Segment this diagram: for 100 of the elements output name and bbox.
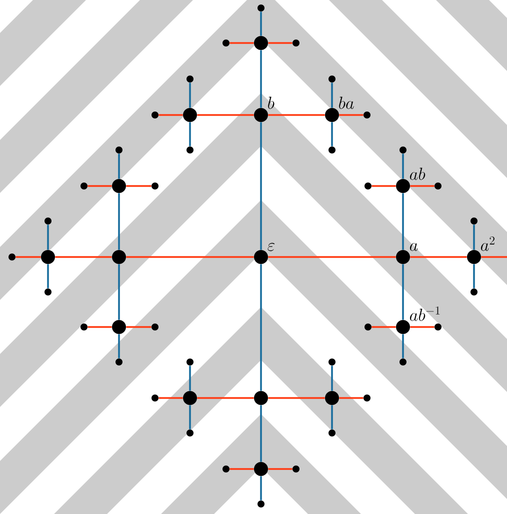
edge-line [230, 42, 254, 44]
vertex-dot [434, 182, 442, 190]
vertex-dot [8, 254, 16, 260]
edge-line [402, 264, 404, 320]
edge-line [158, 397, 183, 399]
edge-line [268, 397, 325, 399]
vertex-dot [116, 146, 122, 154]
vertex-dot [364, 324, 372, 330]
vertex-dot [254, 462, 268, 476]
node-label: $a$ [410, 243, 418, 251]
edge-line [55, 256, 112, 258]
vertex-dot [292, 466, 300, 472]
vertex-dot [186, 430, 194, 436]
vertex-dot [328, 76, 336, 82]
edge-line [268, 114, 325, 116]
labeled-vertex: $ab$ [396, 168, 426, 193]
edge-line [47, 224, 49, 250]
vertex-dot [152, 112, 158, 118]
edge-line [331, 82, 333, 108]
node-label: $b$ [268, 96, 274, 109]
node-label: $a^2$ [480, 236, 494, 251]
edge-line [260, 122, 262, 250]
edge-line [268, 256, 396, 258]
edge-line [268, 42, 292, 44]
vertex-dot [364, 182, 372, 190]
vertex-dot [80, 182, 88, 190]
vertex-dot [254, 391, 268, 405]
edge-line [230, 468, 254, 470]
edge-line [410, 256, 467, 258]
vertex-dot [364, 112, 370, 118]
vertex-dot [254, 36, 268, 50]
labeled-vertex: $ba$ [325, 96, 354, 122]
vertex-dot [186, 358, 194, 366]
edge-line [473, 264, 475, 288]
edge-line [126, 185, 152, 187]
edge-line [331, 366, 333, 391]
edge-line [372, 185, 396, 187]
edge-line [158, 114, 183, 116]
edge-line [481, 256, 507, 258]
edge-line [260, 50, 262, 108]
edge-line [118, 334, 120, 358]
edge-line [189, 122, 191, 146]
vertex-dot [258, 4, 264, 12]
vertex-dot [222, 40, 230, 46]
edge-line [47, 264, 49, 288]
edge-line [189, 405, 191, 430]
edge-line [402, 193, 404, 250]
vertex-dot [292, 40, 300, 46]
vertex-dot [112, 179, 126, 193]
vertex-dot [470, 218, 478, 224]
vertex-dot [186, 146, 194, 154]
vertex-dot [152, 324, 158, 330]
edge-line [339, 114, 364, 116]
edge-line [402, 154, 404, 179]
edge-line [339, 397, 364, 399]
vertex-dot [400, 358, 406, 366]
vertex-dot [364, 394, 370, 402]
edge-line [197, 397, 254, 399]
node-label: $ab$ [410, 168, 426, 180]
edge-line [410, 326, 434, 328]
vertex-dot [258, 500, 264, 508]
vertex-dot [470, 288, 478, 296]
edge-line [16, 256, 41, 258]
vertex-dot [116, 358, 122, 366]
edge-line [88, 326, 112, 328]
labeled-vertex: $a$ [396, 243, 418, 264]
edge-line [118, 264, 120, 320]
vertex-dot [41, 250, 55, 264]
edge-line [473, 224, 475, 250]
edge-line [189, 366, 191, 391]
labeled-vertex: $ab^{-1}$ [396, 306, 440, 334]
edge-line [197, 114, 254, 116]
edge-line [118, 193, 120, 250]
vertex-dot [152, 394, 158, 402]
vertex-dot [80, 324, 88, 330]
edge-line [126, 326, 152, 328]
node-label: $ab^{-1}$ [410, 306, 440, 321]
vertex-dot [44, 288, 52, 296]
vertex-dot [328, 146, 336, 154]
edge-line [331, 405, 333, 430]
edge-line [402, 334, 404, 358]
edge-line [260, 405, 262, 462]
edge-line [410, 185, 434, 187]
edge-line [260, 264, 262, 391]
vertex-dot [152, 182, 158, 190]
vertex-dot [222, 466, 230, 472]
vertex-dot [400, 146, 406, 154]
vertex-dot [325, 391, 339, 405]
vertex-dot [183, 391, 197, 405]
edge-line [268, 468, 292, 470]
vertex-dot [44, 218, 52, 224]
edge-line [126, 256, 254, 258]
labeled-vertex: $\varepsilon$ [254, 242, 275, 264]
edge-line [331, 122, 333, 146]
labeled-vertex: $b$ [254, 96, 274, 122]
edge-line [118, 154, 120, 179]
edge-line [372, 326, 396, 328]
labeled-vertex: $a^2$ [467, 236, 494, 264]
vertex-dot [328, 358, 336, 366]
node-label: $\varepsilon$ [268, 242, 275, 252]
